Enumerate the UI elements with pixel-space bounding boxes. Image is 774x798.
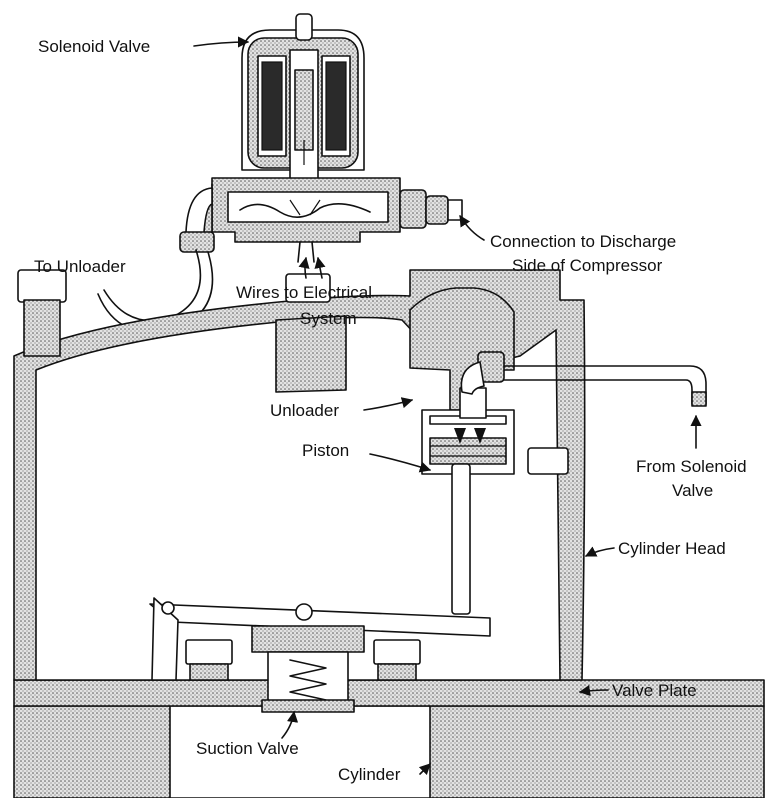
labels: Solenoid Valve To Unloader Connection to… [34, 37, 747, 784]
label-valve-plate: Valve Plate [612, 681, 697, 700]
label-wires-line2: System [300, 309, 357, 328]
label-to-unloader: To Unloader [34, 257, 126, 276]
label-solenoid-valve: Solenoid Valve [38, 37, 150, 56]
label-from-solenoid-line2: Valve [672, 481, 713, 500]
label-connection-line1: Connection to Discharge [490, 232, 676, 251]
label-from-solenoid-line1: From Solenoid [636, 457, 747, 476]
label-wires-line1: Wires to Electrical [236, 283, 372, 302]
label-cylinder: Cylinder [338, 765, 401, 784]
compressor-head-drawing [13, 269, 765, 798]
label-suction-valve: Suction Valve [196, 739, 299, 758]
label-unloader: Unloader [270, 401, 339, 420]
label-connection-line2: Side of Compressor [512, 256, 663, 275]
leader-lines [193, 36, 702, 776]
label-cylinder-head: Cylinder Head [618, 539, 726, 558]
solenoid-valve-drawing [97, 13, 463, 334]
label-piston: Piston [302, 441, 349, 460]
